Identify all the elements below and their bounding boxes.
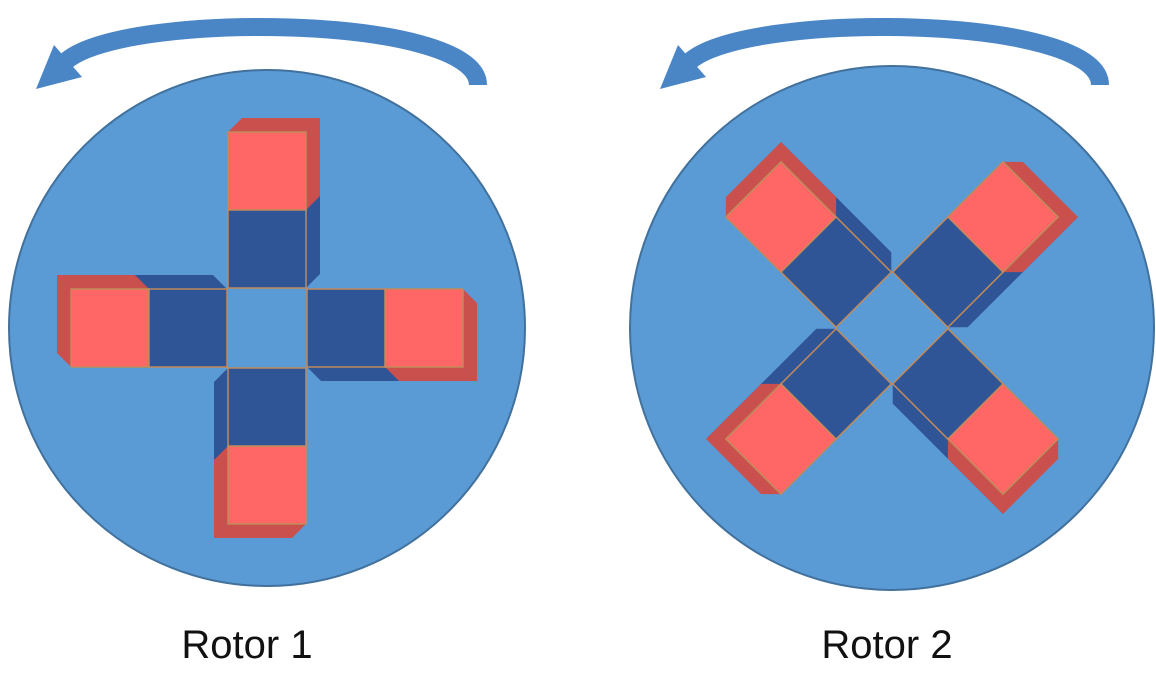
rotor-disc bbox=[8, 69, 526, 587]
magnet-top bbox=[227, 118, 320, 289]
magnet-top-left bbox=[724, 142, 893, 329]
magnet-top-face bbox=[463, 289, 477, 381]
magnet-north-pole bbox=[227, 131, 307, 211]
magnet-bottom bbox=[214, 367, 307, 538]
magnet-right bbox=[306, 288, 477, 381]
magnet-south-pole bbox=[891, 327, 1005, 441]
rotation-arrow-icon bbox=[57, 18, 487, 87]
magnet-bottom-right bbox=[891, 327, 1060, 514]
magnet-side-face-red bbox=[780, 142, 837, 217]
magnet-north-pole bbox=[227, 445, 307, 525]
magnet-top-face bbox=[214, 524, 306, 538]
magnet-top-face bbox=[706, 439, 781, 495]
magnet-south-pole bbox=[306, 288, 386, 368]
magnet-bottom-left bbox=[706, 327, 893, 496]
rotation-arrow-icon bbox=[681, 18, 1109, 87]
rotor-1-label: Rotor 1 bbox=[181, 623, 313, 667]
rotor-2 bbox=[629, 18, 1155, 591]
magnet-south-pole bbox=[227, 367, 307, 447]
magnet-south-pole bbox=[227, 209, 307, 289]
magnet-side-face-red bbox=[306, 118, 320, 210]
magnet-top-face bbox=[57, 275, 71, 367]
magnet-top-face bbox=[725, 142, 781, 217]
magnet-side-face-red bbox=[214, 446, 228, 538]
magnet-south-pole bbox=[891, 215, 1005, 329]
rotor-1 bbox=[8, 18, 526, 587]
magnet-north-pole bbox=[384, 288, 464, 368]
magnet-top-face bbox=[1003, 439, 1059, 514]
magnet-left bbox=[57, 275, 228, 368]
magnet-side-face-red bbox=[706, 383, 781, 440]
magnet-top-right bbox=[891, 160, 1078, 329]
rotation-arrowhead-icon bbox=[36, 45, 82, 89]
magnet-side-face-red bbox=[57, 275, 149, 289]
rotor-2-label: Rotor 2 bbox=[821, 623, 953, 667]
rotation-arrowhead-icon bbox=[660, 45, 706, 89]
magnet-north-pole bbox=[70, 288, 150, 368]
magnet-top-face bbox=[1003, 161, 1078, 217]
magnet-south-pole bbox=[779, 327, 893, 441]
magnet-side-face-red bbox=[1003, 216, 1078, 273]
magnet-south-pole bbox=[148, 288, 228, 368]
magnet-south-pole bbox=[779, 215, 893, 329]
rotor-disc bbox=[629, 65, 1155, 591]
magnet-side-face-red bbox=[947, 439, 1004, 514]
magnet-top-face bbox=[228, 118, 320, 132]
magnet-side-face-red bbox=[385, 367, 477, 381]
